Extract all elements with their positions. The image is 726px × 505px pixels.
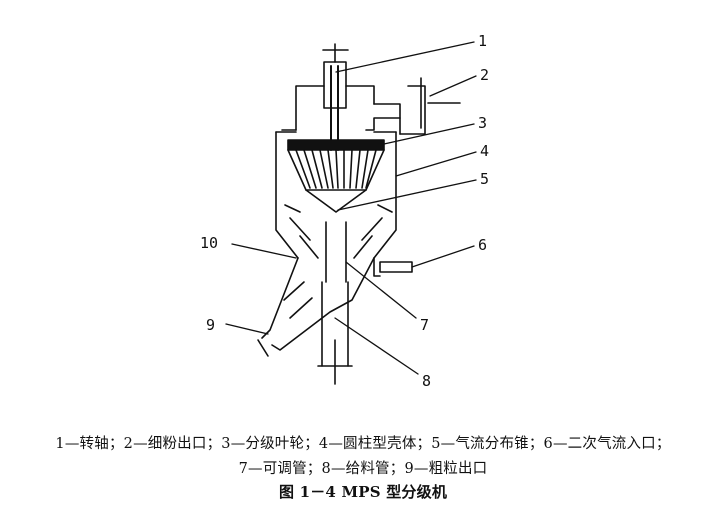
part-label-5: 5 (480, 170, 489, 188)
part-label-4: 4 (480, 142, 489, 160)
part-label-7: 7 (420, 316, 429, 334)
secondary-air-inlet (373, 257, 413, 277)
fine-powder-outlet (281, 77, 461, 135)
legend-line-2: 7—可调管；8—给料管；9—粗粒出口 (238, 461, 488, 477)
figure-caption: 图 1－4 MPS 型分级机 (278, 483, 448, 501)
adjustable-pipe (325, 221, 347, 283)
flow-arrows (289, 217, 383, 259)
part-label-2: 2 (480, 66, 489, 84)
coarse-particle-outlet (257, 257, 375, 357)
legend-line-1: 1—转轴；2—细粉出口；3—分级叶轮；4—圆柱型壳体；5—气流分布锥；6—二次气… (55, 436, 671, 452)
part-label-6: 6 (478, 236, 487, 254)
rotating-shaft (322, 43, 349, 151)
part-label-8: 8 (422, 372, 431, 390)
part-label-1: 1 (478, 32, 487, 50)
part-label-9: 9 (206, 316, 215, 334)
mps-classifier-diagram: 1 2 3 4 5 6 7 8 9 10 (200, 32, 489, 390)
leader-lines (225, 41, 477, 375)
part-label-10: 10 (200, 234, 218, 252)
feed-pipe (317, 281, 353, 385)
air-distribution-cone (284, 189, 393, 213)
cylindrical-casing (275, 131, 397, 259)
classifier-impeller (287, 139, 385, 191)
part-label-3: 3 (478, 114, 487, 132)
